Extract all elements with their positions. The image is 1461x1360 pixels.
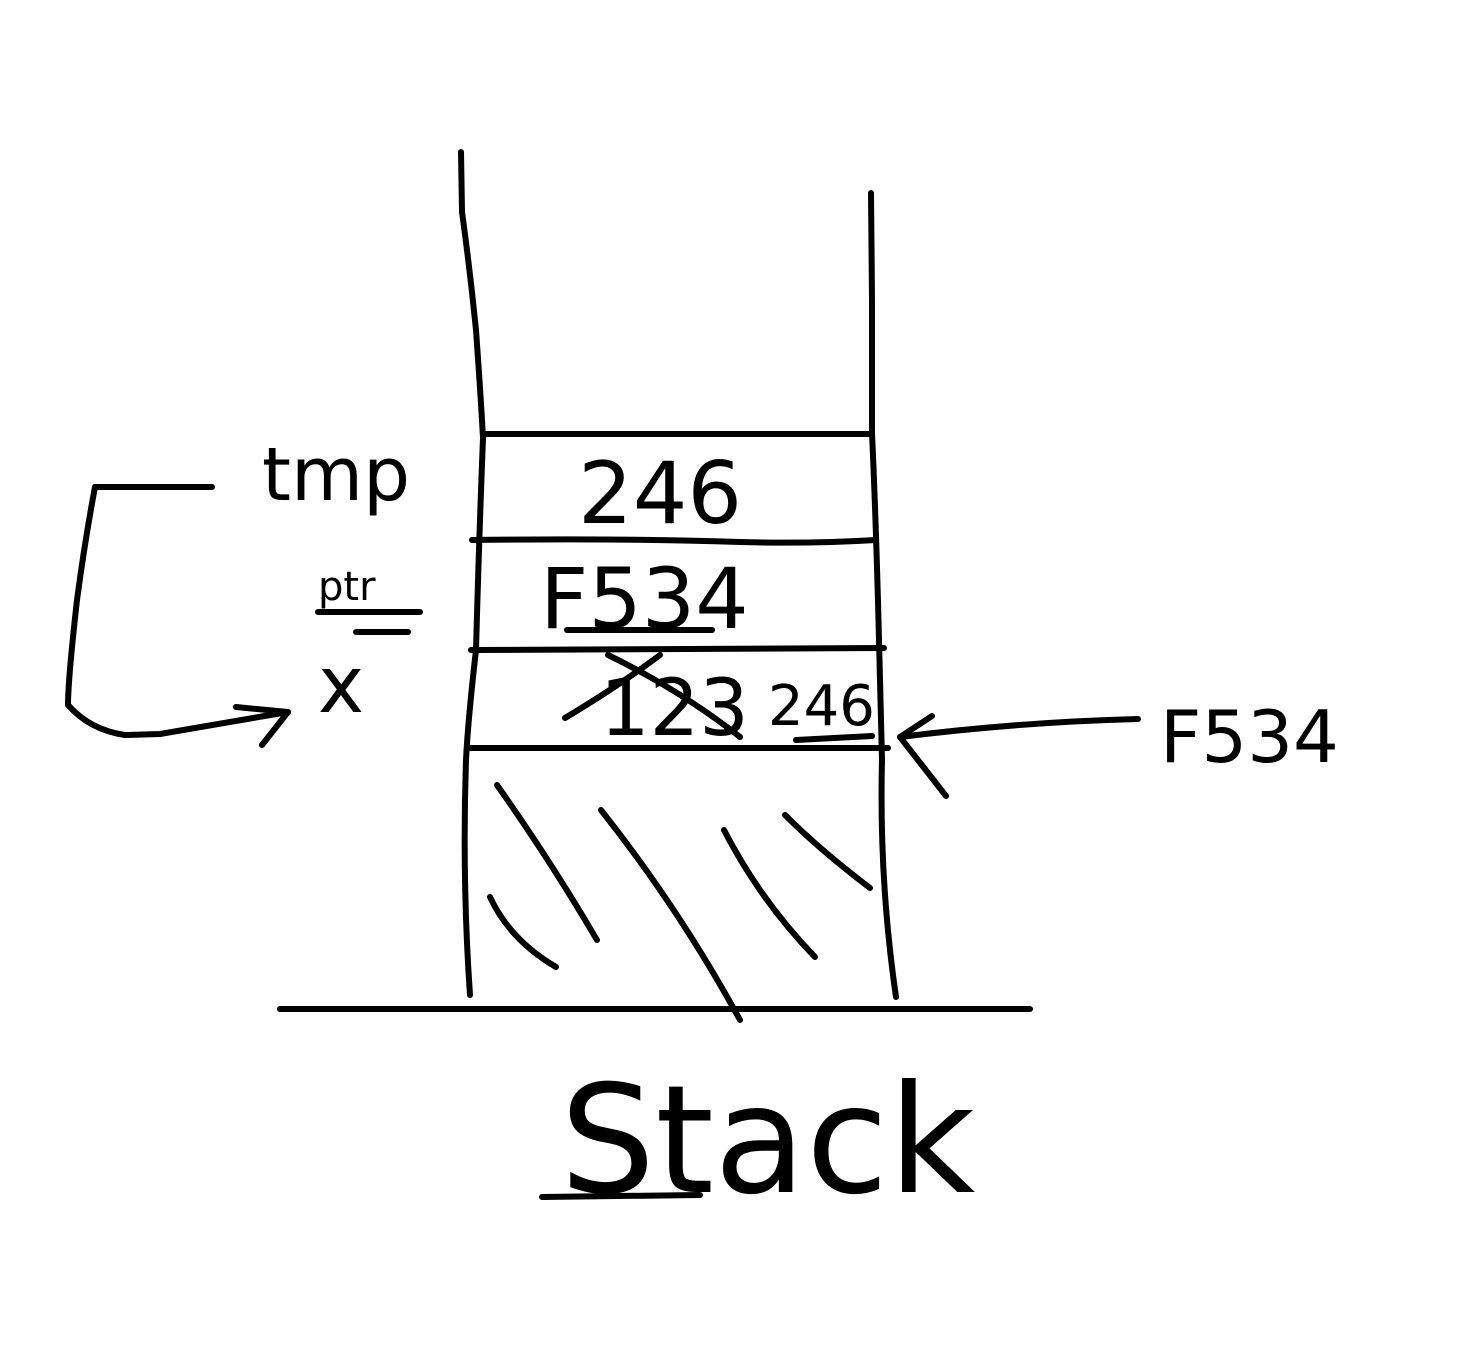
slot-divider-1: [469, 536, 879, 546]
stack-left-wall: [458, 149, 486, 998]
strikethrough: [562, 652, 663, 721]
arrow-head: [233, 704, 291, 748]
hatch-stroke: [494, 782, 600, 943]
new-value-underline: [793, 733, 875, 743]
slot-value-ptr: F534: [540, 550, 749, 648]
reference-bracket: [65, 484, 291, 738]
hatch-stroke: [598, 807, 743, 1023]
address-arrow: [897, 716, 1141, 740]
slot-divider-2: [468, 645, 887, 653]
hatch-stroke: [782, 812, 873, 891]
slot-name-ptr: ptr: [318, 564, 376, 610]
address-label: F534: [1160, 695, 1339, 779]
slot-value-tmp: 246: [578, 444, 742, 544]
diagram-title: Stack: [560, 1054, 975, 1228]
slot-old-value-x: 123: [600, 664, 749, 754]
slot-name-x: x: [318, 641, 364, 731]
slot-name-tmp: tmp: [262, 432, 410, 518]
strikethrough: [605, 652, 743, 740]
hatch-stroke: [487, 894, 559, 970]
slot-value-x: 246: [768, 674, 875, 739]
title-underline: [539, 1192, 703, 1200]
arrow-head: [897, 713, 949, 799]
hatch-stroke: [721, 827, 818, 960]
stack-right-wall: [868, 190, 899, 1000]
